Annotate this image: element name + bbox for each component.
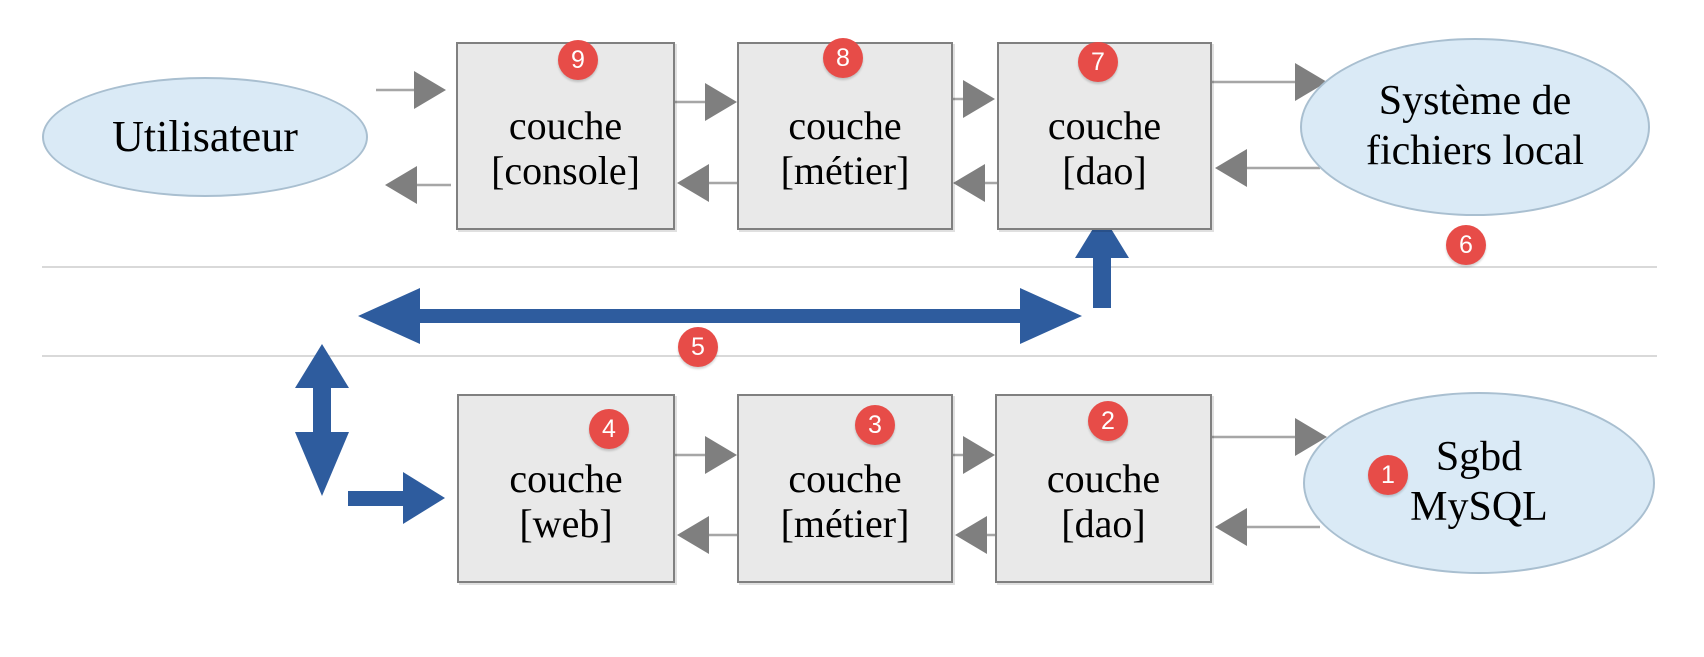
box-couche-metier-bottom-line2: [métier] (780, 500, 910, 546)
actor-utilisateur-label: Utilisateur (112, 112, 298, 162)
datastore-sgbd-line2: MySQL (1410, 484, 1548, 530)
datastore-filesystem-line1: Système de (1378, 78, 1572, 125)
blue-arrow-into-web-icon (348, 472, 445, 524)
box-couche-web: couche [web] (457, 394, 675, 583)
box-couche-metier-bottom: couche [métier] (737, 394, 953, 583)
box-couche-console: couche [console] (456, 42, 675, 230)
arrow-console-to-metier-icon (675, 83, 737, 121)
arrow-metier-to-dao-icon (953, 80, 995, 118)
arrow-console-to-user-icon (385, 166, 451, 204)
arrow-metier-to-dao2-icon (953, 436, 995, 474)
actor-utilisateur-ellipse: Utilisateur (42, 77, 368, 197)
box-couche-dao-bottom-line2: [dao] (1061, 500, 1146, 546)
datastore-filesystem-ellipse: Système de fichiers local (1300, 38, 1650, 216)
arrow-filesystem-to-dao-icon (1215, 149, 1320, 187)
box-couche-metier-bottom-line1: couche (788, 455, 902, 501)
step-badge-5: 5 (678, 327, 718, 367)
arrow-web-to-metier-icon (675, 436, 737, 474)
arrow-sgbd-to-dao2-icon (1215, 508, 1320, 546)
box-couche-web-line2: [web] (519, 500, 613, 546)
arrow-dao2-to-sgbd-icon (1212, 418, 1327, 456)
separator-line-top (42, 266, 1657, 268)
box-couche-metier-top-line2: [métier] (780, 148, 910, 193)
step-badge-3: 3 (855, 405, 895, 445)
datastore-sgbd-ellipse: Sgbd MySQL (1303, 392, 1655, 574)
box-couche-metier-top: couche [métier] (737, 42, 953, 230)
box-couche-web-line1: couche (509, 455, 623, 501)
step-badge-9: 9 (558, 40, 598, 80)
separator-line-bottom (42, 355, 1657, 357)
arrow-metier-to-console-icon (677, 164, 737, 202)
step-badge-8: 8 (823, 38, 863, 78)
box-couche-console-line2: [console] (491, 148, 640, 193)
blue-double-arrow-horizontal-icon (358, 288, 1082, 344)
box-couche-dao-top-line2: [dao] (1062, 148, 1147, 193)
box-couche-dao-top-line1: couche (1047, 103, 1162, 149)
step-badge-2: 2 (1088, 401, 1128, 441)
arrow-dao2-to-metier-icon (955, 516, 997, 554)
box-couche-metier-top-line1: couche (788, 103, 902, 149)
arrow-dao-to-metier-icon (953, 164, 997, 202)
arrow-metier-to-web-icon (677, 516, 737, 554)
step-badge-4: 4 (589, 409, 629, 449)
datastore-sgbd-line1: Sgbd (1435, 434, 1523, 481)
datastore-filesystem-line2: fichiers local (1365, 128, 1585, 174)
step-badge-6: 6 (1446, 225, 1486, 265)
step-badge-1: 1 (1368, 455, 1408, 495)
step-badge-7: 7 (1078, 42, 1118, 82)
blue-arrow-up-into-dao-icon (1075, 214, 1129, 308)
box-couche-console-line1: couche (508, 103, 623, 149)
arrow-user-to-console-icon (376, 71, 446, 109)
blue-double-arrow-vertical-icon (295, 344, 349, 496)
box-couche-dao-bottom-line1: couche (1046, 455, 1161, 501)
arrow-dao-to-filesystem-icon (1212, 63, 1327, 101)
